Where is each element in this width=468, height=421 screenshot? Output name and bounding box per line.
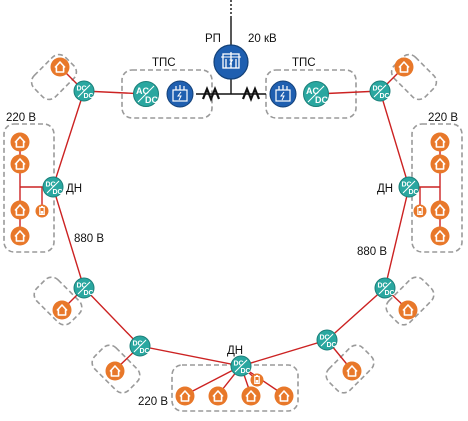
house-icon — [240, 385, 262, 407]
voltage-220-left: 220 В — [6, 112, 36, 124]
ac-label: AC — [306, 86, 319, 96]
house-box-bottom-left — [91, 344, 141, 394]
dc-dc-converter-dn-right[interactable] — [398, 176, 420, 198]
house-icon — [429, 153, 451, 175]
house-icon — [9, 131, 31, 153]
battery-icon — [412, 203, 428, 219]
house-box-left — [33, 276, 83, 326]
dc-label: DC — [315, 95, 328, 105]
house-icon — [273, 385, 295, 407]
dc-dc-converter-bottom-right[interactable] — [316, 329, 338, 351]
ac-dc-converter-left[interactable]: AC DC — [133, 81, 159, 107]
voltage-220-bottom: 220 В — [138, 396, 168, 408]
voltage-880-right: 880 В — [357, 246, 387, 258]
voltage-220-right: 220 В — [428, 112, 458, 124]
house-icon — [49, 56, 71, 78]
voltage-880-left: 880 В — [74, 233, 104, 245]
transformer-left[interactable] — [166, 80, 194, 108]
house-icon — [429, 225, 451, 247]
dc-dc-converter-right[interactable] — [374, 277, 396, 299]
rp-label: РП — [205, 33, 221, 45]
house-icon — [429, 131, 451, 153]
house-icon — [429, 199, 451, 221]
rp-voltage-label: 20 кВ — [248, 33, 277, 45]
dc-dc-converter-left[interactable] — [73, 277, 95, 299]
dc-dc-converter-dn-bottom[interactable] — [230, 355, 252, 377]
dn-bottom-label: ДН — [227, 345, 243, 357]
tps-right-label: ТПС — [292, 57, 316, 69]
house-icon — [9, 225, 31, 247]
ac-label: AC — [136, 86, 149, 96]
house-icon — [51, 299, 73, 321]
tps-left-label: ТПС — [152, 57, 176, 69]
house-icon — [104, 360, 126, 382]
house-icon — [174, 385, 196, 407]
house-box-bottom-right — [325, 344, 375, 394]
substation-rp[interactable] — [213, 44, 249, 80]
dc-dc-converter-top-right[interactable] — [369, 80, 391, 102]
house-icon — [393, 56, 415, 78]
house-icon — [397, 299, 419, 321]
dc-label: DC — [145, 95, 158, 105]
dc-dc-converter-dn-left[interactable] — [42, 176, 64, 198]
battery-icon — [249, 372, 265, 388]
dn-left-label: ДН — [66, 183, 82, 195]
ac-dc-converter-right[interactable]: AC DC — [303, 81, 329, 107]
dn-right-label: ДН — [377, 183, 393, 195]
transformer-right[interactable] — [269, 80, 297, 108]
house-icon — [9, 199, 31, 221]
hv-feeders — [196, 0, 266, 102]
dc-dc-converter-top-left[interactable] — [73, 80, 95, 102]
battery-icon — [34, 203, 50, 219]
house-box-right — [385, 276, 435, 326]
house-box-top-left — [30, 53, 78, 101]
house-icon — [341, 360, 363, 382]
house-box-top-right — [390, 53, 438, 101]
house-icon — [207, 385, 229, 407]
dc-dc-converter-bottom-left[interactable] — [129, 335, 151, 357]
house-icon — [9, 153, 31, 175]
